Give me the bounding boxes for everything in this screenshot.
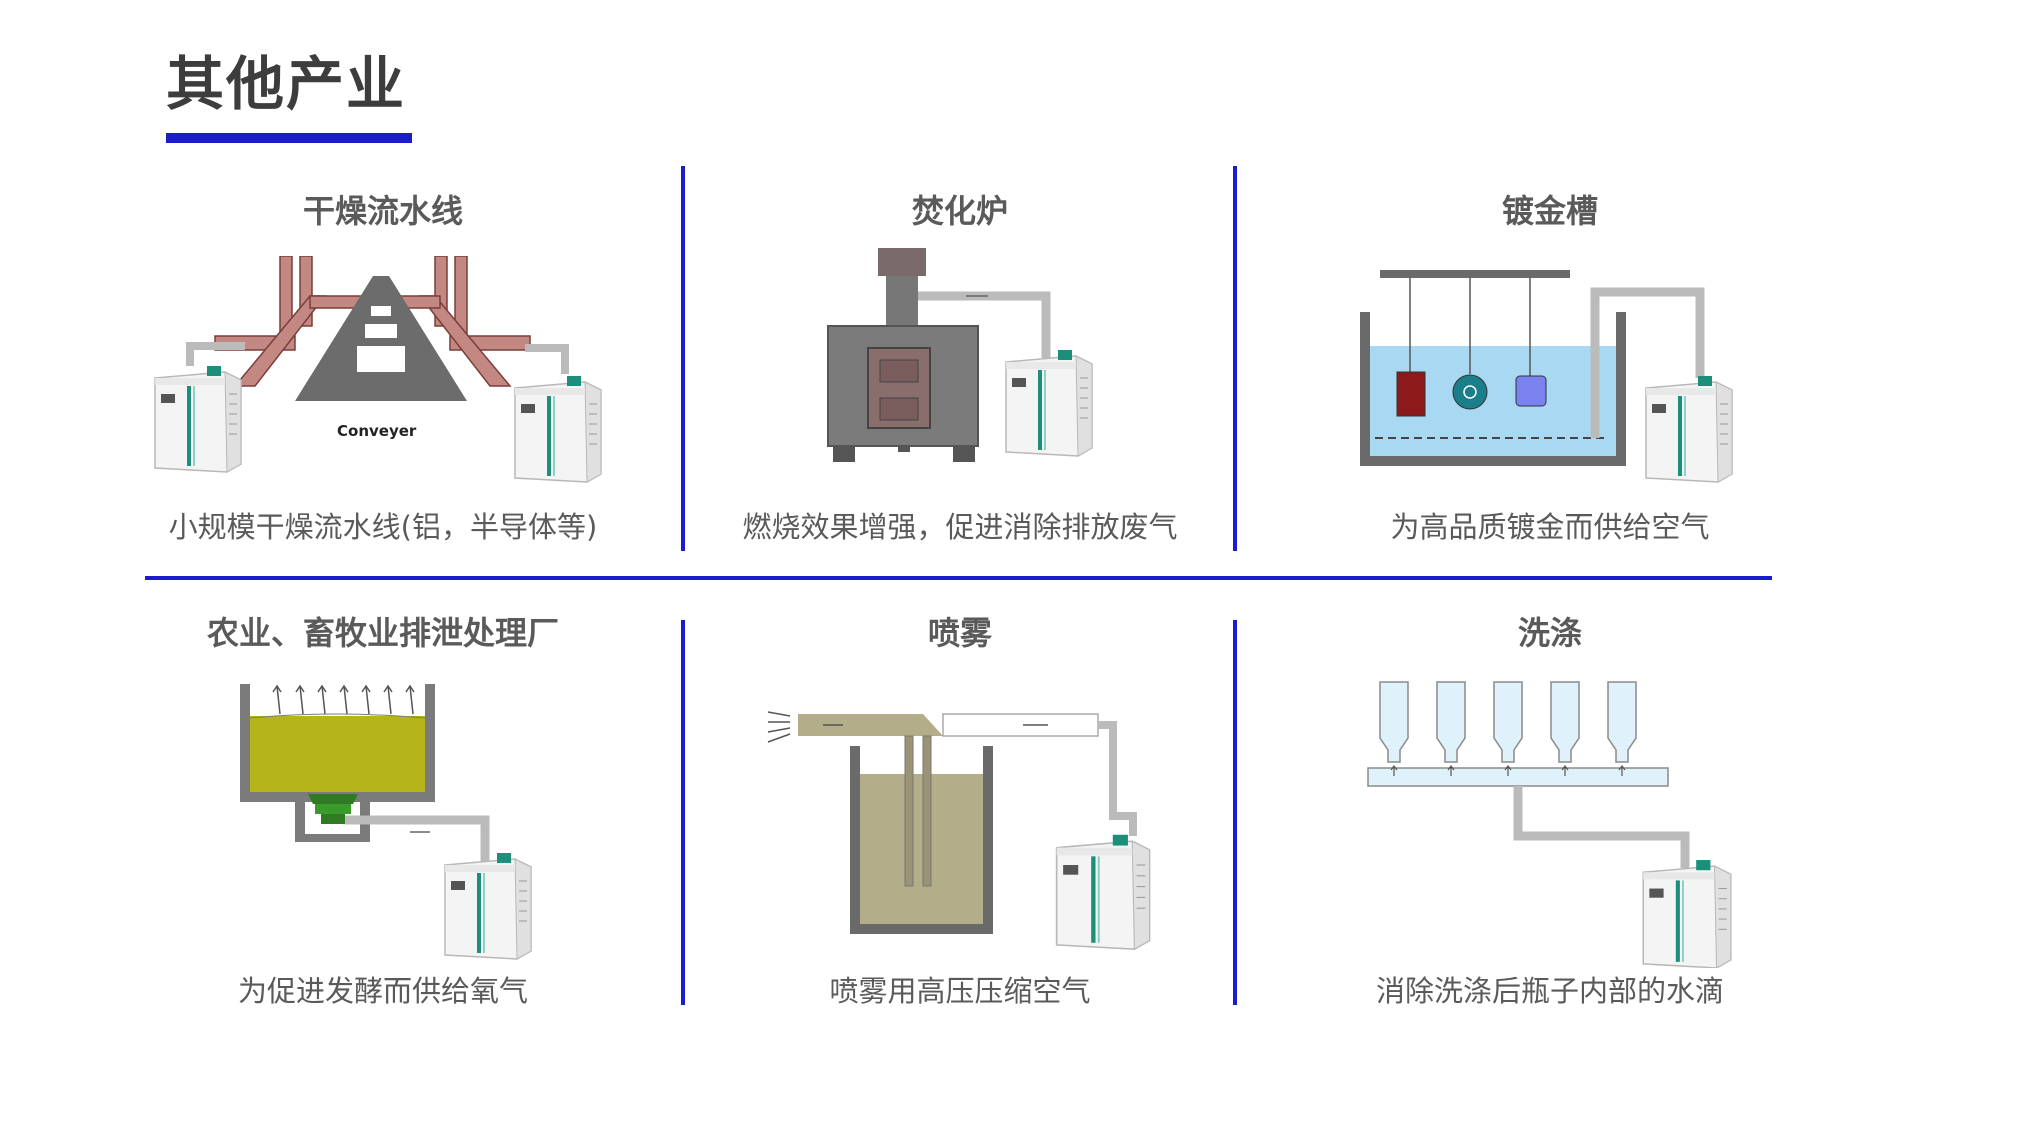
cell-caption: 为促进发酵而供给氧气: [237, 974, 528, 1008]
cell-drying-line: 干燥流水线 Conveyer 小规模干燥流水线(铝，半导体等): [145, 186, 621, 546]
vertical-divider: [681, 166, 685, 551]
cell-fermentation: 农业、畜牧业排泄处理厂 为促进发酵而供给氧气: [145, 608, 621, 1008]
spray-diagram: [767, 711, 1151, 951]
conveyer-label: Conveyer: [337, 422, 417, 440]
cell-title: 喷雾: [927, 614, 992, 652]
plating-tank-diagram: [1360, 270, 1733, 483]
vertical-divider: [1233, 166, 1237, 551]
cell-spray: 喷雾 喷雾用高压压缩空气: [718, 608, 1202, 1008]
cell-washing: 洗涤 消除洗涤后瓶子内部的水滴: [1300, 608, 1800, 1008]
cell-title: 焚化炉: [911, 192, 1008, 230]
horizontal-divider: [145, 576, 1772, 580]
fermentation-diagram: [240, 684, 532, 960]
cell-incinerator: 焚化炉 燃烧效果增强，促进消除排放废气: [718, 186, 1202, 546]
vertical-divider: [1233, 620, 1237, 1005]
vertical-divider: [681, 620, 685, 1005]
page-title: 其他产业: [166, 50, 407, 118]
cell-title: 镀金槽: [1501, 192, 1598, 230]
cell-title: 干燥流水线: [302, 192, 463, 230]
cell-caption: 消除洗涤后瓶子内部的水滴: [1375, 974, 1724, 1008]
cell-title: 农业、畜牧业排泄处理厂: [206, 614, 559, 652]
drying-line-diagram: Conveyer: [154, 256, 602, 483]
title-underline: [166, 133, 412, 143]
washing-diagram: [1367, 681, 1732, 968]
cell-plating-tank: 镀金槽 为高品质镀金而供给空气: [1300, 186, 1800, 546]
cell-title: 洗涤: [1517, 614, 1582, 652]
cell-caption: 小规模干燥流水线(铝，半导体等): [168, 510, 598, 544]
cell-caption: 为高品质镀金而供给空气: [1390, 510, 1710, 544]
cell-caption: 燃烧效果增强，促进消除排放废气: [742, 510, 1178, 544]
incinerator-diagram: [827, 248, 1093, 462]
cell-caption: 喷雾用高压压缩空气: [829, 974, 1091, 1008]
